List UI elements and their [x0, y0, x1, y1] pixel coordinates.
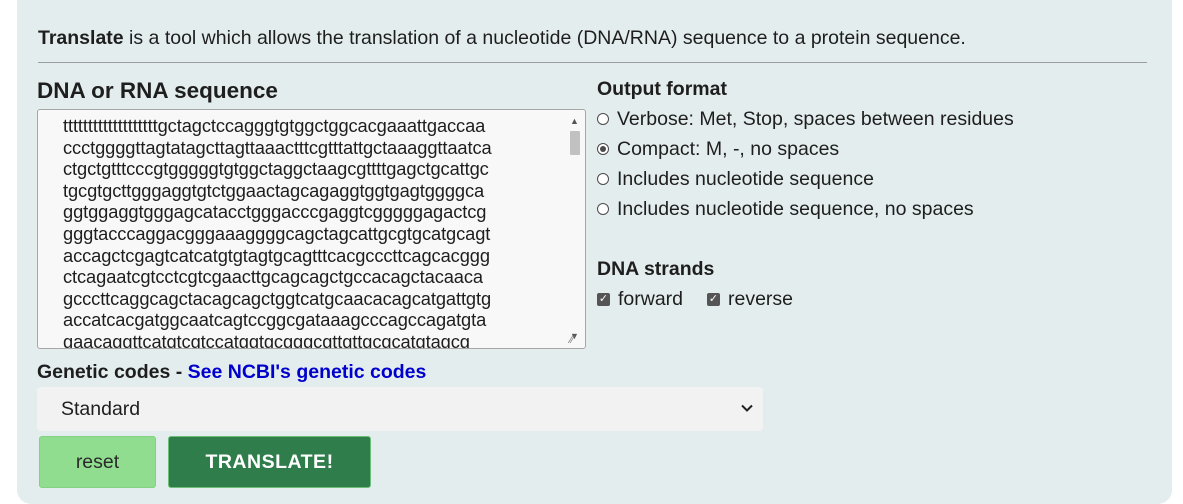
genetic-codes-text: Genetic codes -: [37, 361, 188, 383]
strand-forward-label: forward: [618, 287, 684, 310]
ncbi-genetic-codes-link[interactable]: See NCBI's genetic codes: [187, 361, 427, 383]
sequence-line: gaacaggttcatgtcgtccatggtgcgggcgttgttgcgc…: [63, 330, 470, 349]
sequence-line: ctgctgtttcccgtgggggtgtggctaggctaagcgtttt…: [63, 158, 489, 180]
resize-handle-icon[interactable]: ⁄⁄: [570, 334, 574, 346]
chevron-down-icon: [741, 404, 753, 412]
sequence-text: tttttttttttttttttttgctagctccagggtgtggctg…: [63, 115, 563, 349]
output-option-label: Verbose: Met, Stop, spaces between resid…: [617, 107, 1014, 130]
radio-icon[interactable]: [597, 173, 609, 185]
intro-text: Translate is a tool which allows the tra…: [38, 27, 966, 50]
sequence-line: gcccttcaggcagctacagcagctggtcatgcaacacagc…: [63, 287, 492, 309]
sequence-line: ccctggggttagtatagcttagttaaactttcgtttattg…: [63, 136, 492, 158]
checkbox-checked-icon[interactable]: ✓: [597, 292, 610, 306]
genetic-code-select[interactable]: Standard: [37, 387, 763, 431]
sequence-line: tttttttttttttttttttgctagctccagggtgtggctg…: [63, 115, 486, 136]
output-option-verbose[interactable]: Verbose: Met, Stop, spaces between resid…: [597, 107, 1014, 131]
output-option-label: Compact: M, -, no spaces: [617, 137, 840, 160]
strand-reverse[interactable]: ✓ reverse: [707, 287, 793, 311]
sequence-line: gggtacccaggacgggaaaggggcagctagcattgcgtgc…: [63, 222, 491, 244]
radio-icon[interactable]: [597, 203, 609, 215]
genetic-codes-label: Genetic codes - See NCBI's genetic codes: [37, 361, 426, 384]
output-format-heading: Output format: [597, 78, 727, 100]
genetic-code-selected: Standard: [61, 398, 141, 420]
radio-icon[interactable]: [597, 113, 609, 125]
radio-checked-icon[interactable]: [597, 143, 609, 155]
strand-forward[interactable]: ✓ forward: [597, 287, 683, 311]
scroll-thumb[interactable]: [570, 131, 580, 155]
output-option-label: Includes nucleotide sequence, no spaces: [617, 197, 974, 220]
output-option-nucleotide-nospaces[interactable]: Includes nucleotide sequence, no spaces: [597, 197, 974, 221]
strand-reverse-label: reverse: [728, 287, 794, 310]
checkbox-checked-icon[interactable]: ✓: [707, 292, 720, 306]
scroll-down-icon[interactable]: ▼: [570, 331, 579, 341]
sequence-heading: DNA or RNA sequence: [37, 78, 278, 103]
dna-strands-heading: DNA strands: [597, 258, 715, 280]
sequence-line: ctcagaatcgtcctcgtcgaacttgcagcagctgccacag…: [63, 266, 483, 288]
tool-name: Translate: [38, 27, 124, 49]
sequence-scrollbar[interactable]: ▲ ▼: [565, 111, 584, 341]
translate-panel: Translate is a tool which allows the tra…: [17, 0, 1172, 504]
scroll-up-icon[interactable]: ▲: [570, 116, 579, 126]
sequence-line: tgcgtgcttgggaggtgtctggaactagcagaggtggtga…: [63, 179, 485, 201]
sequence-line: accagctcgagtcatcatgtgtagtgcagtttcacgccct…: [63, 244, 490, 266]
sequence-line: accatcacgatggcaatcagtccggcgataaagcccagcc…: [63, 309, 487, 331]
output-option-label: Includes nucleotide sequence: [617, 167, 874, 190]
output-option-compact[interactable]: Compact: M, -, no spaces: [597, 137, 839, 161]
intro-description: is a tool which allows the translation o…: [123, 27, 966, 49]
reset-button[interactable]: reset: [39, 436, 156, 488]
sequence-line: ggtggaggtgggagcatacctgggacccgaggtcggggga…: [63, 201, 487, 223]
divider: [38, 62, 1147, 63]
sequence-textarea[interactable]: tttttttttttttttttttgctagctccagggtgtggctg…: [37, 109, 586, 349]
translate-button[interactable]: TRANSLATE!: [168, 436, 371, 488]
output-option-nucleotide[interactable]: Includes nucleotide sequence: [597, 167, 874, 191]
